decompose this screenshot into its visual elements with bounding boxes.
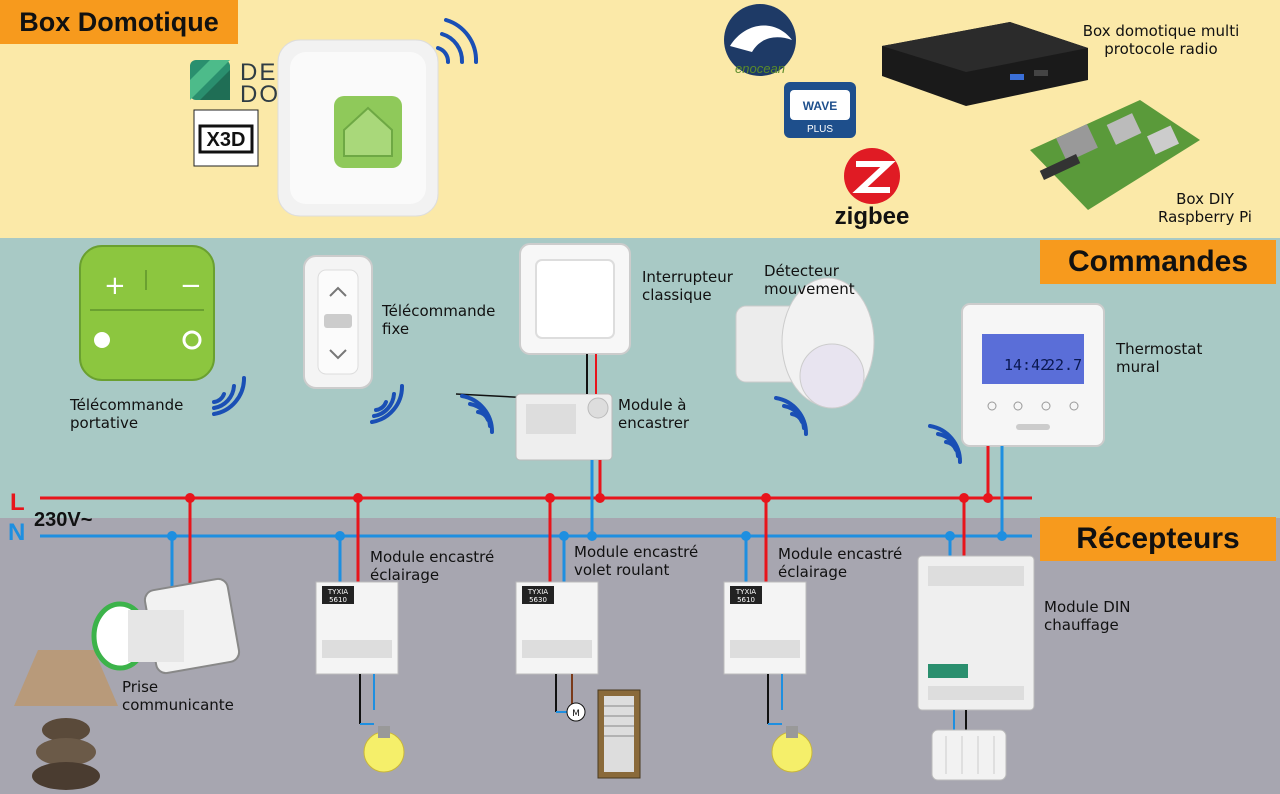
flush-module-wifi-icon <box>460 394 495 434</box>
label-module-flush: Module à encastrer <box>618 396 690 432</box>
voltage-label: 230V~ <box>34 509 92 531</box>
thermostat-temp: 22.7 <box>1046 356 1082 374</box>
zwave-logo: WAVE PLUS <box>784 82 856 138</box>
enocean-text: enocean <box>735 61 785 76</box>
zwave-text: WAVE <box>803 99 837 113</box>
module-2-name: TYXIA <box>527 588 548 596</box>
label-module-light-2: Module encastré éclairage <box>778 545 903 581</box>
label-smart-plug: Prise communicante <box>122 678 234 714</box>
zigbee-logo: zigbee <box>835 148 910 230</box>
module-3-ref: 5610 <box>737 596 755 604</box>
svg-text:+: + <box>104 271 126 301</box>
raspberry-pi-board <box>1030 100 1200 210</box>
delta-dore-box <box>277 39 439 217</box>
portable-remote: + − <box>79 245 215 381</box>
light-bulb-1 <box>363 726 405 773</box>
module-1-ref: 5610 <box>329 596 347 604</box>
label-remote-fixed: Télécommande fixe <box>382 302 496 338</box>
motion-detector <box>735 277 875 409</box>
label-diy-box: Box DIY Raspberry Pi <box>1158 190 1252 226</box>
label-remote-portable: Télécommande portative <box>70 396 184 432</box>
label-module-shutter: Module encastré volet roulant <box>574 543 699 579</box>
flush-module <box>455 393 613 461</box>
label-switch-classic: Interrupteur classique <box>642 268 733 304</box>
section-title-box: Box Domotique <box>0 0 238 44</box>
enocean-logo: enocean <box>724 4 796 76</box>
label-thermostat: Thermostat mural <box>1116 340 1203 376</box>
motion-detector-wifi-icon <box>774 396 809 436</box>
power-lines: L N 230V~ <box>8 354 1032 590</box>
light-module-2: TYXIA 5610 <box>723 581 807 675</box>
section-title-receivers: Récepteurs <box>1040 517 1276 561</box>
label-motion: Détecteur mouvement <box>764 262 855 298</box>
din-heating-module <box>917 555 1035 711</box>
module-1-name: TYXIA <box>327 588 348 596</box>
multi-protocol-box <box>882 22 1088 106</box>
label-multi-box: Box domotique multi protocole radio <box>1082 22 1240 58</box>
motor-icon: M <box>566 702 586 722</box>
light-module-1: TYXIA 5610 <box>315 581 399 675</box>
label-module-din: Module DIN chauffage <box>1044 598 1131 634</box>
thermostat-time: 14:42 <box>1004 356 1049 374</box>
wifi-icon <box>436 18 479 64</box>
fixed-remote <box>303 255 373 389</box>
portable-remote-wifi-icon <box>212 376 247 416</box>
zigbee-text: zigbee <box>835 203 910 230</box>
label-module-light-1: Module encastré éclairage <box>370 548 495 584</box>
module-3-name: TYXIA <box>735 588 756 596</box>
x3d-logo: X3D <box>193 109 259 167</box>
svg-text:−: − <box>180 271 202 301</box>
table-lamp <box>14 650 118 790</box>
radiator <box>931 729 1007 781</box>
neutral-label: N <box>8 519 25 546</box>
module-2-ref: 5630 <box>529 596 547 604</box>
section-title-commands: Commandes <box>1040 240 1276 284</box>
thermostat-device: 14:42 22.7 <box>961 303 1105 447</box>
classic-switch <box>519 243 631 355</box>
shutter-module: TYXIA 5630 <box>515 581 599 675</box>
x3d-text: X3D <box>207 129 246 151</box>
svg-text:M: M <box>572 709 580 719</box>
roller-shutter <box>597 689 641 779</box>
fixed-remote-wifi-icon <box>370 384 405 424</box>
thermostat-wifi-icon <box>928 424 963 464</box>
light-bulb-2 <box>771 726 813 773</box>
live-label: L <box>10 489 25 516</box>
zwave-plus-text: PLUS <box>807 124 833 135</box>
smart-plug <box>91 577 241 675</box>
